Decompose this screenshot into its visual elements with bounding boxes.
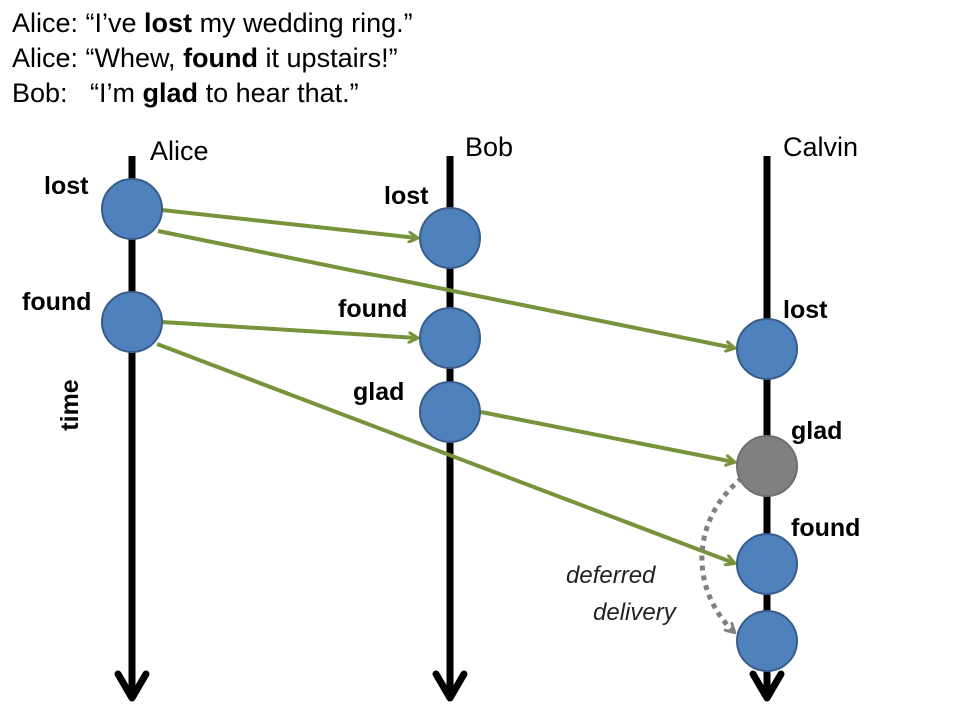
message-arrow (161, 208, 417, 238)
process-name-alice: Alice (150, 136, 209, 166)
event-label-alice-lost: lost (44, 172, 89, 200)
event-label-alice-found: found (22, 288, 91, 316)
event-label-calvin-glad: glad (791, 417, 842, 445)
event-calvin-found (736, 533, 798, 595)
process-name-calvin: Calvin (783, 132, 858, 162)
speaker: Alice: (12, 8, 79, 38)
deferred-delivery-arrow (699, 476, 744, 632)
alice-timeline (114, 156, 150, 702)
event-label-bob-lost: lost (384, 182, 429, 210)
event-bob-glad (419, 381, 481, 443)
event-bob-found (419, 307, 481, 369)
deferred-note-line2: delivery (593, 599, 678, 626)
message-arrow (157, 229, 734, 348)
speaker: Alice: (12, 43, 79, 73)
quote-keyword: lost (144, 8, 193, 38)
quote-line: Alice: “Whew, found it upstairs!” (12, 43, 398, 73)
message-arrow (480, 410, 734, 462)
deferred-note-line1: deferred (566, 562, 656, 589)
calvin-timeline (749, 156, 785, 702)
event-label-bob-found: found (338, 295, 407, 323)
message-arrow (161, 320, 417, 338)
quote-line: Alice: “I’ve lost my wedding ring.” (12, 8, 413, 38)
event-calvin-glad-delivered (736, 610, 798, 672)
quote-keyword: found (183, 43, 259, 73)
quote-line: Bob: “I’m glad to hear that.” (12, 78, 359, 108)
event-label-calvin-found: found (791, 514, 860, 542)
event-bob-lost (419, 207, 481, 269)
event-calvin-glad-pending (736, 435, 798, 497)
speaker: Bob: (12, 78, 68, 108)
event-label-calvin-lost: lost (783, 296, 828, 324)
process-name-bob: Bob (465, 132, 513, 162)
event-calvin-lost (736, 318, 798, 380)
message-arrow (156, 342, 734, 563)
event-label-bob-glad: glad (353, 378, 404, 406)
event-alice-lost (101, 178, 163, 240)
event-alice-found (101, 291, 163, 353)
quote-keyword: glad (142, 78, 199, 108)
dialogue-quotes: Alice: “I’ve lost my wedding ring.” Alic… (12, 6, 413, 111)
time-axis-label: time (56, 379, 84, 431)
